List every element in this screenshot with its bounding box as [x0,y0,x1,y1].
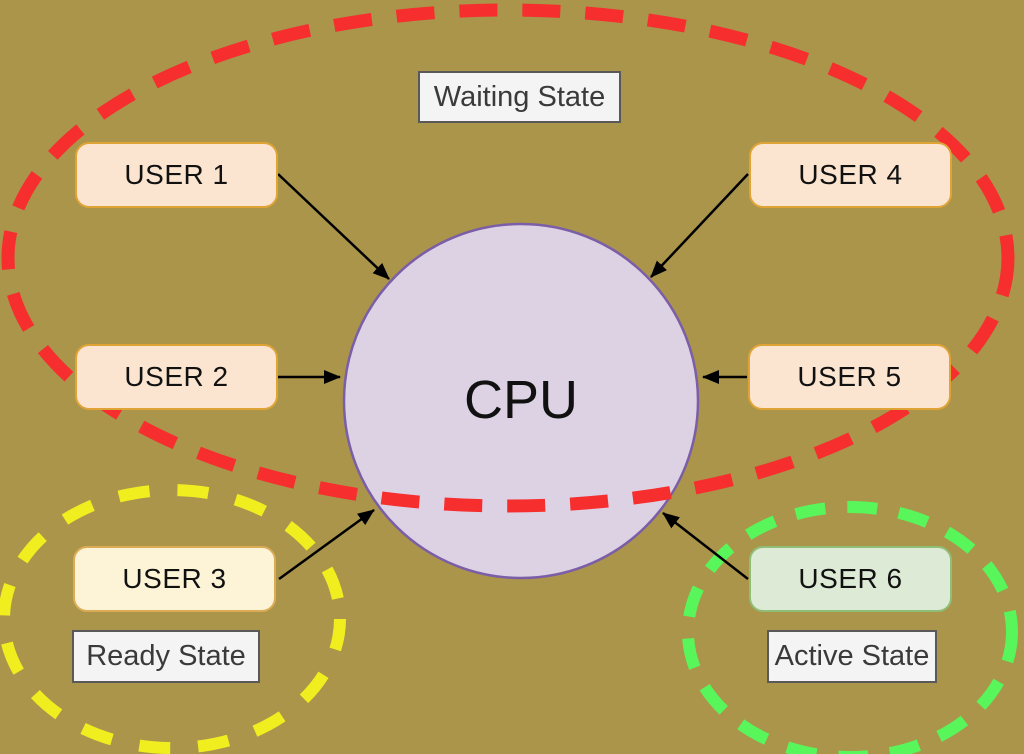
ready-state-ellipse [0,484,346,754]
active-state-ellipse [682,501,1018,754]
user-5-box: USER 5 [748,344,951,410]
cpu-circle [342,222,700,580]
user-2-box: USER 2 [75,344,278,410]
waiting-state-label: Waiting State [418,71,621,123]
user-3-box: USER 3 [73,546,276,612]
arrow-group [277,173,749,581]
user-1-box: USER 1 [75,142,278,208]
user-6-box: USER 6 [749,546,952,612]
user6-to-cpu-arrow [662,512,749,580]
user3-to-cpu-arrow [278,508,375,581]
user-4-box: USER 4 [749,142,952,208]
waiting-state-ellipse [1,3,1015,513]
ready-state-label: Ready State [72,630,260,683]
user4-to-cpu-arrow [650,173,749,278]
user1-to-cpu-arrow [277,173,390,280]
cpu-label: CPU [463,370,578,430]
active-state-label: Active State [767,630,937,683]
